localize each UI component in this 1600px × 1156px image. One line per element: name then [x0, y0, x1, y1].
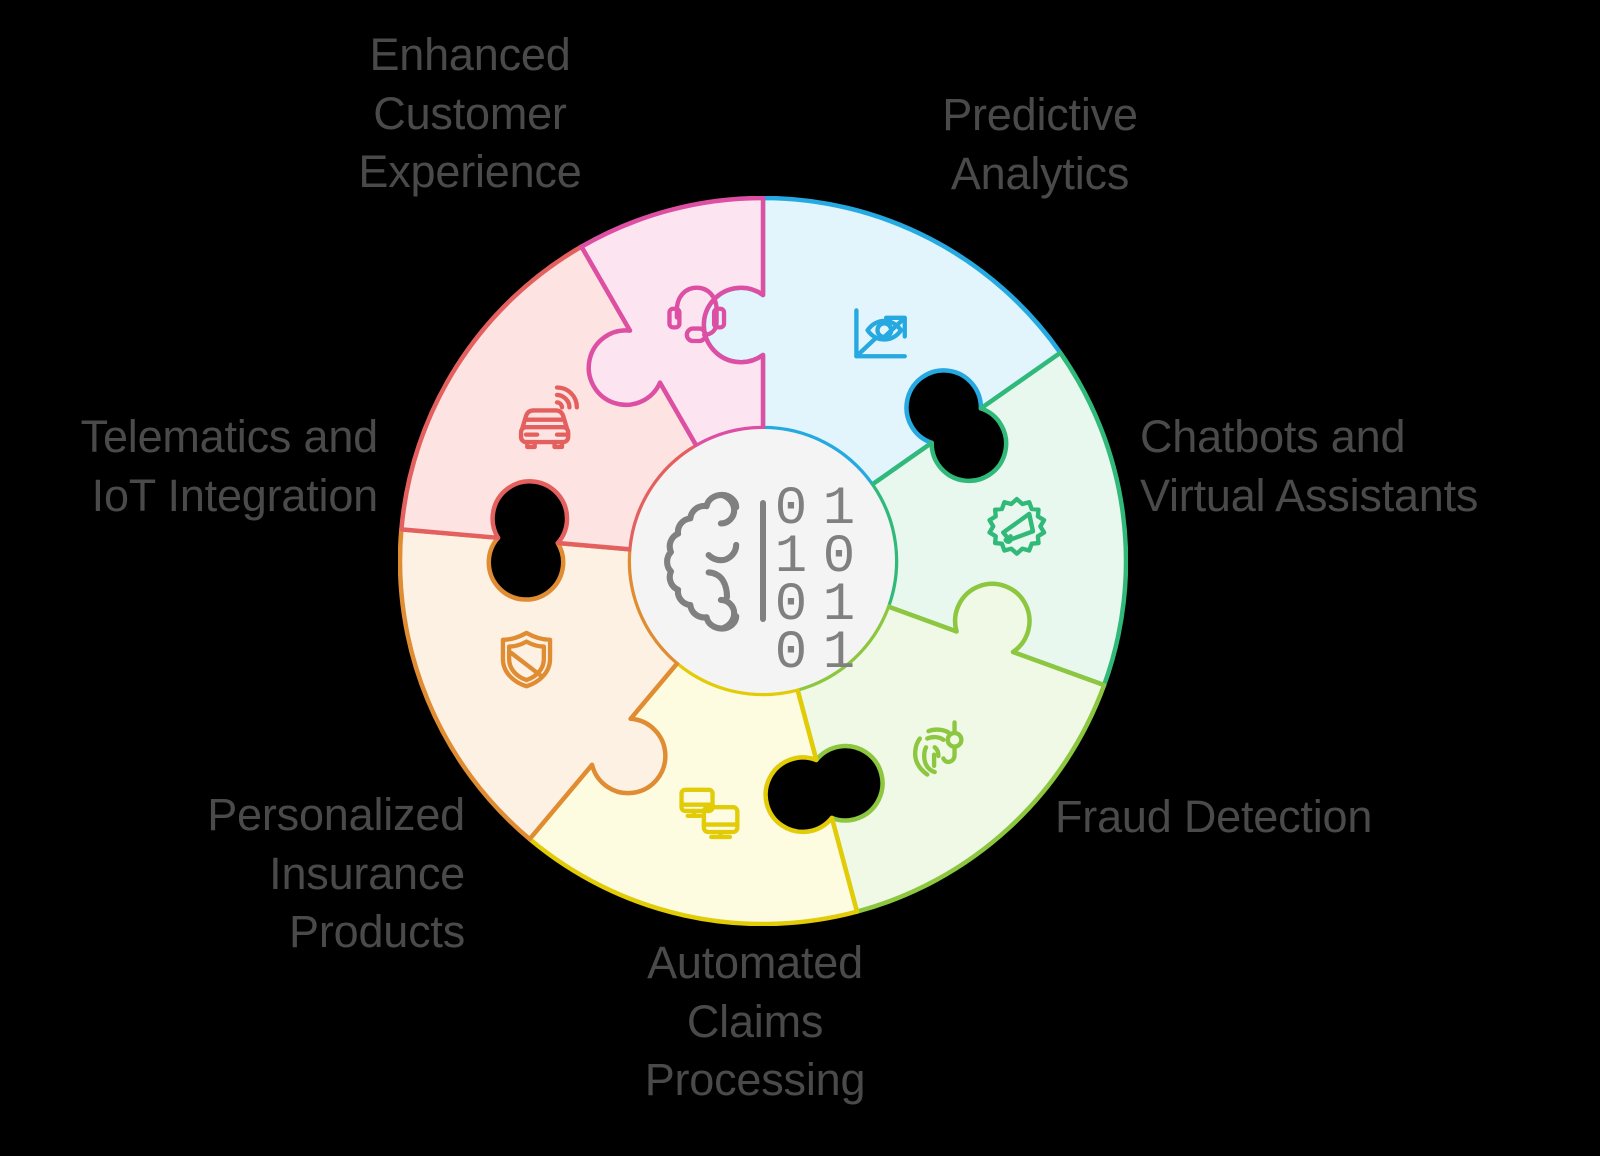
segment-shape[interactable]: [579, 196, 766, 449]
label-fraud-detection: Fraud Detection: [1055, 791, 1373, 842]
shield-slash-icon: [500, 630, 553, 689]
fingerprint-hook-icon: [913, 720, 964, 777]
label-predictive-analytics: Predictive Analytics: [942, 89, 1138, 199]
car-signal-icon: [518, 385, 580, 450]
label-chatbots-virtual-assistants: Chatbots and Virtual Assistants: [1140, 411, 1479, 521]
label-personalized-insurance-products: Personalized Insurance Products: [207, 789, 465, 957]
hub-digit: 0: [775, 623, 807, 684]
hub-digit: 1: [775, 527, 807, 588]
puzzle-segment-personalized-insurance-products[interactable]: [398, 527, 680, 842]
hub-digit: 0: [823, 527, 855, 588]
hub-digit: 1: [823, 623, 855, 684]
hub-digit: 1: [823, 575, 855, 636]
label-automated-claims-processing: Automated Claims Processing: [644, 937, 866, 1105]
puzzle-segments: [398, 196, 1128, 926]
puzzle-segment-fraud-detection[interactable]: [795, 581, 1107, 914]
hub-digit: 1: [823, 479, 855, 540]
headset-icon: [667, 285, 727, 344]
segment-shape[interactable]: [398, 527, 680, 842]
hub-digit: 0: [775, 479, 807, 540]
puzzle-segment-enhanced-customer-experience[interactable]: [579, 196, 766, 449]
label-telematics-iot-integration: Telematics and IoT Integration: [80, 411, 379, 521]
two-monitors-icon: [679, 787, 740, 840]
label-enhanced-customer-experience: Enhanced Customer Experience: [358, 29, 582, 197]
gear-megaphone-icon: [987, 496, 1047, 556]
eye-chart-growth-icon: [854, 308, 907, 359]
hub-digit: 0: [775, 575, 807, 636]
